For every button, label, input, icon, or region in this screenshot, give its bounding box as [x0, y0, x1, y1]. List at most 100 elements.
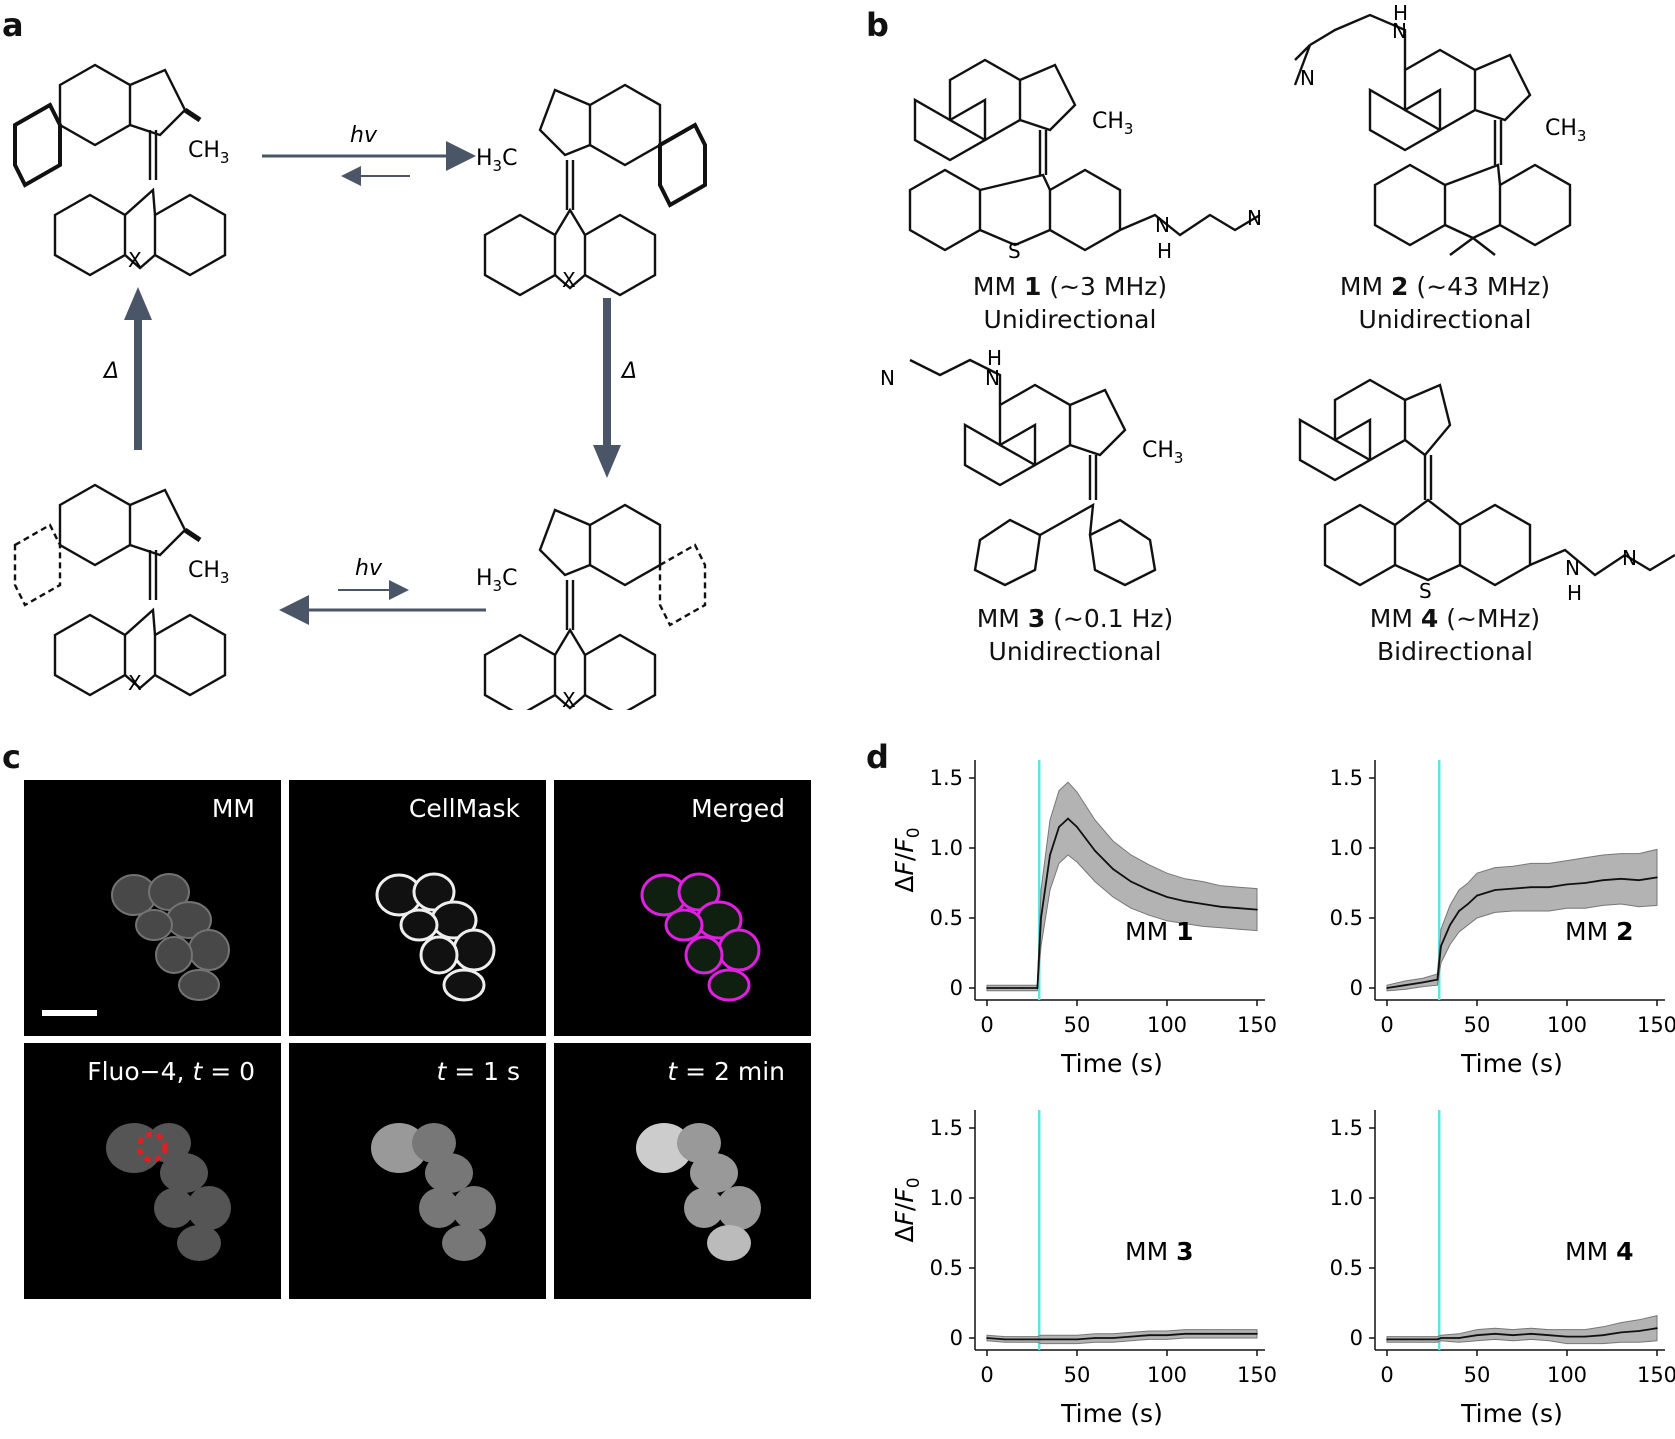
- y-tick-label: 1.5: [1330, 766, 1363, 790]
- y-tick-label: 1.0: [930, 836, 963, 860]
- mm1-s: S: [1008, 239, 1021, 263]
- data-point: [1076, 1338, 1078, 1341]
- y-tick-label: 1.5: [930, 766, 963, 790]
- data-point: [1094, 850, 1096, 852]
- panel-letter-c: c: [2, 738, 21, 776]
- molecule-top-right: [483, 83, 707, 297]
- mm4-n2: N: [1622, 546, 1637, 570]
- y-tick-label: 0.5: [930, 906, 963, 930]
- data-point: [1202, 903, 1204, 905]
- svg-text:Δ: Δ: [620, 359, 637, 384]
- data-point: [1404, 1338, 1406, 1341]
- series-label: MM 1: [1125, 917, 1194, 946]
- panel-letter-d: d: [866, 738, 889, 776]
- y-tick-label: 0: [1350, 976, 1363, 1000]
- x-tick-label: 0: [1380, 1013, 1393, 1037]
- x-tick-label: 0: [980, 1013, 993, 1037]
- mm3-structure: [909, 358, 1157, 587]
- data-point: [1656, 876, 1658, 879]
- data-point: [1036, 1338, 1039, 1341]
- data-point: [1036, 987, 1039, 989]
- data-point: [986, 987, 988, 989]
- data-point: [1467, 903, 1469, 905]
- data-point: [1049, 854, 1051, 856]
- data-point: [1530, 1333, 1532, 1335]
- data-point: [1602, 879, 1604, 881]
- data-point: [1638, 879, 1640, 881]
- data-point: [1166, 1334, 1168, 1336]
- x-axis-label: Time (s): [1460, 1049, 1563, 1078]
- y-axis-label: ΔF/F0: [890, 1177, 924, 1242]
- thermal-arrow-left: Δ: [102, 287, 152, 450]
- data-point: [1040, 1338, 1042, 1341]
- mm2-structure: [1293, 13, 1572, 256]
- mm1-h: H: [1157, 239, 1172, 263]
- y-tick-label: 0: [950, 1326, 963, 1350]
- mm4-h: H: [1567, 581, 1582, 605]
- y-axis-label: ΔF/F0: [890, 827, 924, 892]
- data-point: [1436, 1338, 1439, 1341]
- y-tick-label: 0: [950, 976, 963, 1000]
- x-tick-label: 50: [1464, 1013, 1491, 1037]
- data-point: [1112, 1337, 1114, 1339]
- y-tick-label: 0.5: [930, 1256, 963, 1280]
- x-label: X: [562, 688, 576, 710]
- mm2-n1: N: [1392, 19, 1407, 43]
- data-point: [1656, 1327, 1658, 1329]
- data-point: [1184, 1333, 1186, 1335]
- data-point: [1584, 1335, 1586, 1338]
- data-point: [1422, 981, 1424, 984]
- data-point: [1166, 896, 1168, 898]
- svg-text:hv: hv: [350, 123, 378, 148]
- h3c-label: H3C: [476, 566, 517, 595]
- data-point: [1148, 1334, 1150, 1336]
- photo-arrow-bottom: hv: [279, 556, 486, 625]
- data-point: [1076, 826, 1078, 828]
- molecule-bottom-right: [483, 503, 707, 710]
- micro-fluo4-t2min: t = 2 min: [554, 1043, 811, 1299]
- mm2-h: H: [1393, 1, 1408, 25]
- y-tick-label: 1.5: [930, 1116, 963, 1140]
- data-point: [1386, 987, 1388, 989]
- x-tick-label: 0: [1380, 1363, 1393, 1387]
- data-point: [1112, 868, 1114, 870]
- y-tick-label: 1.5: [1330, 1116, 1363, 1140]
- x-tick-label: 150: [1637, 1013, 1675, 1037]
- data-point: [1148, 889, 1150, 891]
- y-tick-label: 1.0: [1330, 836, 1363, 860]
- x-tick-label: 150: [1637, 1363, 1675, 1387]
- data-point: [1256, 1333, 1258, 1335]
- data-point: [1130, 1335, 1132, 1338]
- x-label: X: [562, 268, 576, 292]
- data-point: [1022, 987, 1024, 989]
- data-point: [1458, 1337, 1460, 1339]
- data-point: [1638, 1330, 1640, 1332]
- series-label: MM 4: [1565, 1237, 1634, 1266]
- mm3-n2: N: [880, 366, 895, 390]
- data-point: [1494, 889, 1496, 891]
- data-point: [1220, 906, 1222, 908]
- data-point: [1476, 894, 1478, 897]
- x-tick-label: 50: [1064, 1363, 1091, 1387]
- error-band: [1386, 848, 1658, 992]
- x-tick-label: 100: [1147, 1363, 1187, 1387]
- data-point: [986, 1337, 988, 1339]
- mm1-structure: [908, 58, 1261, 252]
- mm3-caption: MM 3 (~0.1 Hz) Unidirectional: [976, 604, 1174, 666]
- data-point: [1040, 917, 1042, 919]
- data-point: [1238, 907, 1240, 909]
- stimulation-spot: [136, 1131, 168, 1163]
- scale-bar: [42, 1010, 97, 1016]
- x-tick-label: 100: [1147, 1013, 1187, 1037]
- data-point: [1058, 1338, 1060, 1341]
- micro-fluo4-t1: t = 1 s: [289, 1043, 546, 1299]
- mm3-h: H: [987, 346, 1002, 370]
- y-tick-label: 1.0: [930, 1186, 963, 1210]
- data-point: [1494, 1333, 1496, 1335]
- data-point: [1404, 984, 1406, 986]
- reaction-scheme: CH3 X H3C X CH3 X H3C X h: [13, 63, 707, 710]
- mm2-n2: N: [1300, 66, 1315, 90]
- data-point: [1449, 924, 1451, 926]
- x-tick-label: 100: [1547, 1013, 1587, 1037]
